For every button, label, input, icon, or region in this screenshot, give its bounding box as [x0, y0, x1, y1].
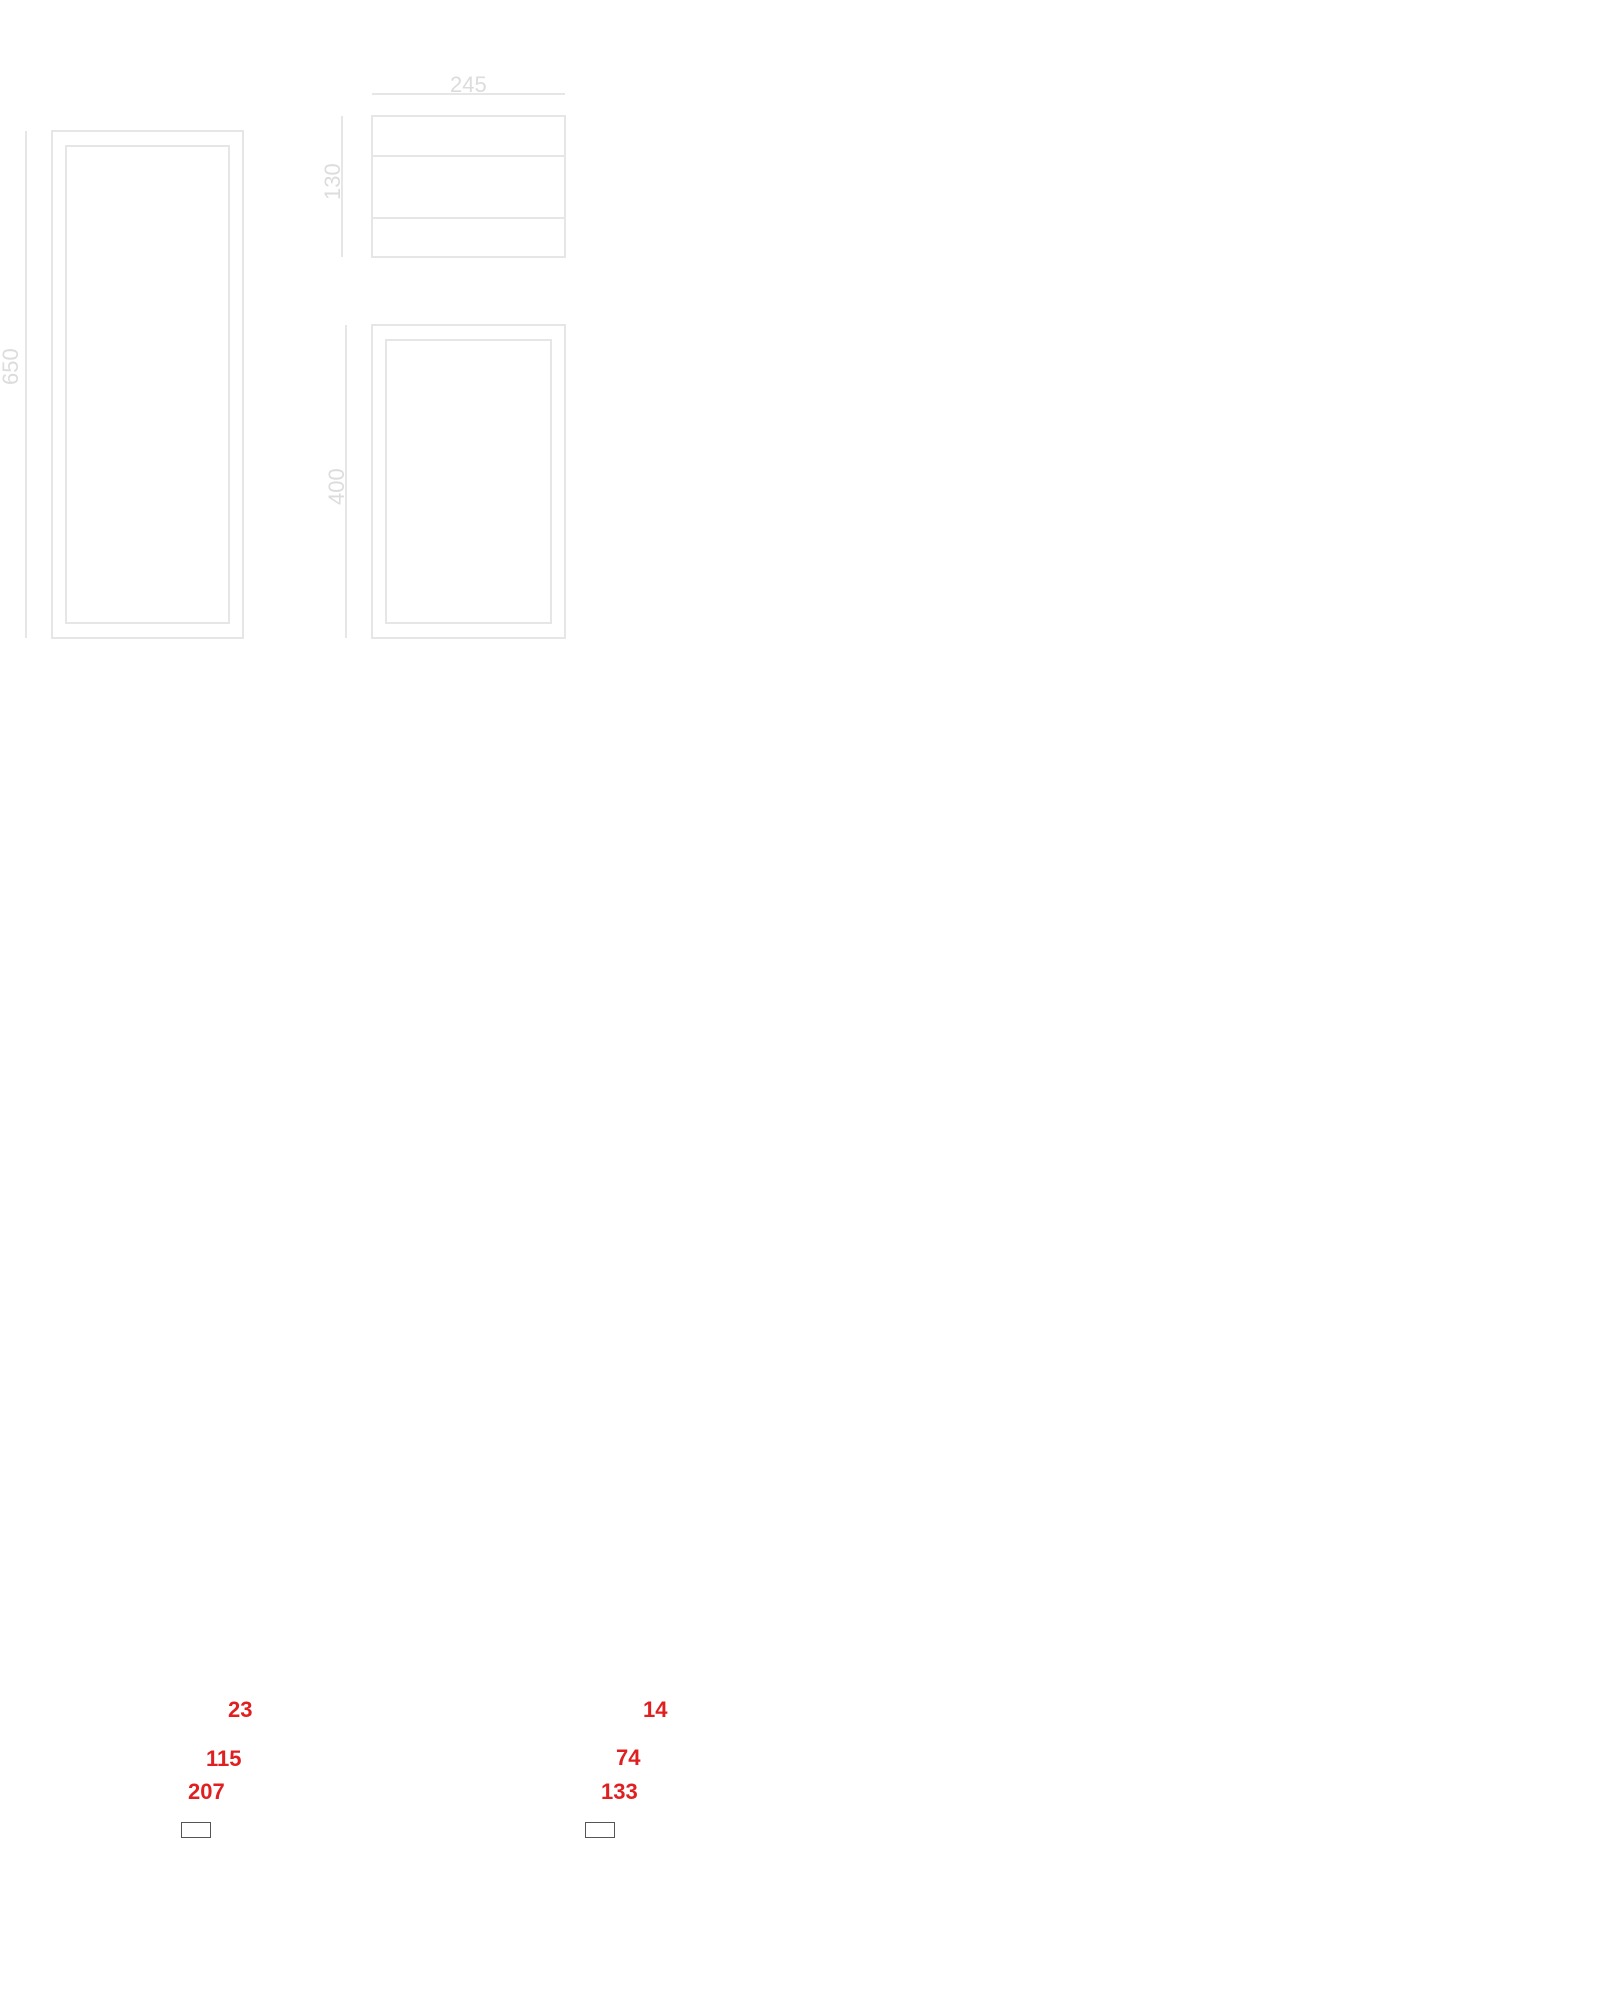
- right-swatch: [585, 1822, 615, 1838]
- annotation-left-2: 115: [206, 1746, 242, 1771]
- annotation-right-1: 14: [643, 1697, 668, 1722]
- door-unit: [371, 324, 566, 639]
- annotation-left-3: 207: [188, 1779, 225, 1804]
- left-panel-inner: [65, 145, 230, 624]
- door-outer: [371, 324, 566, 639]
- drawer-outer: [371, 115, 566, 258]
- left-height-label: 650: [0, 348, 23, 385]
- left-panel-outer: [51, 130, 244, 639]
- left-swatch: [181, 1822, 211, 1838]
- door-inner: [385, 339, 552, 624]
- door-height-label: 400: [324, 468, 349, 505]
- right-width-label: 245: [450, 72, 487, 97]
- left-panel: [51, 130, 244, 639]
- annotation-left-1: 23: [228, 1697, 253, 1722]
- drawer-height-label: 130: [320, 163, 345, 200]
- annotation-right-2: 74: [616, 1745, 641, 1770]
- drawer-unit: [371, 115, 566, 258]
- annotation-right-3: 133: [601, 1779, 638, 1804]
